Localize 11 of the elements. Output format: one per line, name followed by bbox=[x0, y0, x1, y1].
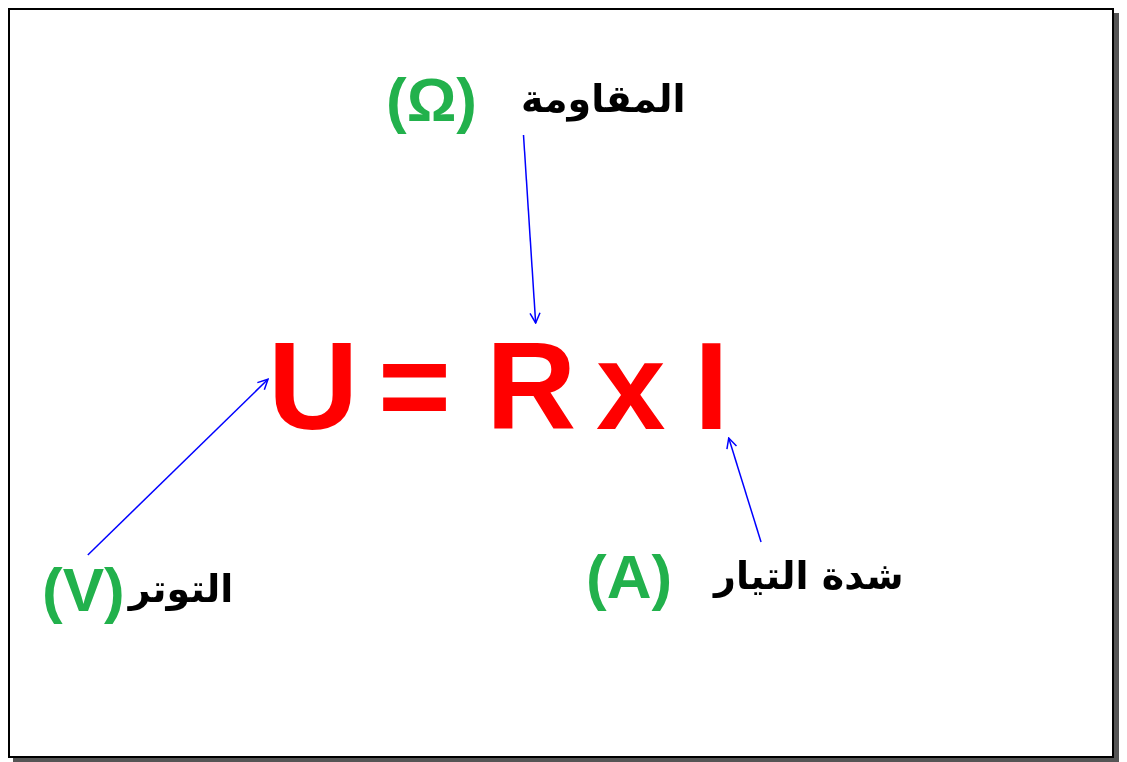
quantity-name: التوتر bbox=[128, 567, 234, 613]
quantity-name: شدة التيار bbox=[714, 554, 904, 600]
formula-operator: = bbox=[378, 323, 451, 448]
formula-symbol: R bbox=[486, 323, 577, 448]
arrow bbox=[87, 378, 269, 556]
formula-symbol: I bbox=[694, 323, 729, 448]
arrow bbox=[522, 134, 541, 324]
formula-operator: x bbox=[596, 323, 666, 448]
quantity-name: المقاومة bbox=[521, 77, 686, 123]
formula-symbol: U bbox=[268, 323, 359, 448]
arrow bbox=[726, 437, 762, 543]
